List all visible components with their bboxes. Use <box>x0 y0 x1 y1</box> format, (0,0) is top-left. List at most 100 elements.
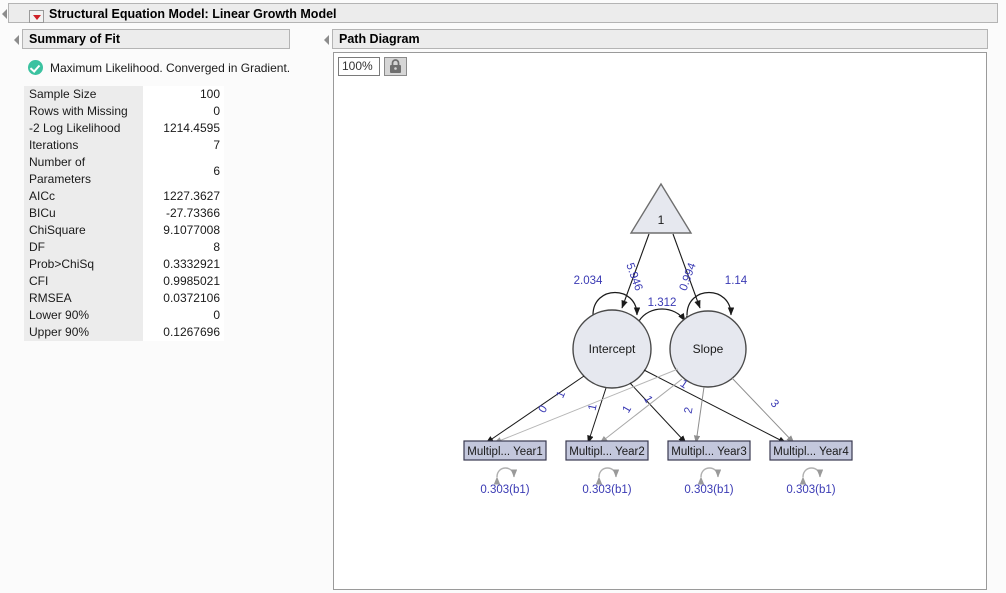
fit-stat-label: Lower 90% <box>24 307 143 324</box>
path-intercept-to-year2[interactable] <box>587 387 607 444</box>
label-slope-mean: 0.994 <box>678 261 699 293</box>
fit-stat-label: CFI <box>24 273 143 290</box>
fit-stat-value: 100 <box>142 86 224 103</box>
latent-node-slope-label: Slope <box>693 342 724 356</box>
path-diagram-disclosure-triangle-icon[interactable] <box>324 35 329 45</box>
loop-slope-variance[interactable] <box>683 292 735 323</box>
label-residual-year1: 0.303(b1) <box>480 484 529 496</box>
path-intercept-to-year4[interactable] <box>643 369 787 444</box>
page-title: Structural Equation Model: Linear Growth… <box>49 7 337 21</box>
label-loading-intercept-4: 1 <box>678 378 690 392</box>
loop-residual-year2[interactable] <box>595 467 620 485</box>
fit-stat-value: 0.0372106 <box>142 290 224 307</box>
fit-stat-label: BICu <box>24 205 143 222</box>
loop-residual-year4[interactable] <box>799 467 824 485</box>
manifest-node-year1[interactable] <box>463 440 547 461</box>
summary-of-fit-title: Summary of Fit <box>29 32 120 46</box>
fit-stat-value: 0.9985021 <box>142 273 224 290</box>
label-loading-intercept-2: 1 <box>587 403 600 412</box>
fit-stat-label: RMSEA <box>24 290 143 307</box>
latent-node-intercept-label: Intercept <box>589 342 636 356</box>
loop-residual-year1[interactable] <box>493 467 518 485</box>
fit-stat-value: 1214.4595 <box>142 120 224 137</box>
fit-stat-value: 7 <box>142 137 224 154</box>
label-covariance: 1.312 <box>648 297 677 309</box>
label-loading-intercept-3: 1 <box>641 394 655 405</box>
path-intercept-to-year3[interactable] <box>629 382 687 444</box>
loop-residual-year3[interactable] <box>697 467 722 485</box>
fit-stat-label: Prob>ChiSq <box>24 256 143 273</box>
fit-stat-label: ChiSquare <box>24 222 143 239</box>
window-disclosure-triangle-icon[interactable] <box>2 9 7 19</box>
convergence-text: Maximum Likelihood. Converged in Gradien… <box>50 60 291 75</box>
table-row: Upper 90%0.1267696 <box>24 324 224 341</box>
label-loading-slope-1: 0 <box>537 404 551 416</box>
fit-stat-label: Sample Size <box>24 86 143 103</box>
label-loading-slope-3: 2 <box>683 406 696 414</box>
label-slope-variance: 1.14 <box>725 275 748 287</box>
path-diagram-header[interactable]: Path Diagram <box>332 29 988 49</box>
zoom-level-input[interactable]: 100% <box>338 57 380 76</box>
manifest-node-year2[interactable] <box>565 440 649 461</box>
fit-stat-value: 0.3332921 <box>142 256 224 273</box>
loop-intercept-variance[interactable] <box>589 292 641 323</box>
path-slope-to-year4[interactable] <box>731 377 795 444</box>
manifest-node-year3[interactable] <box>667 440 751 461</box>
label-loading-slope-2: 1 <box>621 404 635 416</box>
constant-node-label: 1 <box>658 213 665 227</box>
convergence-status: Maximum Likelihood. Converged in Gradien… <box>28 60 290 75</box>
path-diagram-graphic[interactable]: 1 5.946 0.994 2.034 1.14 1.312 Intercept… <box>334 53 986 589</box>
manifest-node-year4-label: Multipl... Year4 <box>773 446 849 458</box>
fit-stat-value: -27.73366 <box>142 205 224 222</box>
path-slope-to-year1[interactable] <box>493 368 679 444</box>
label-residual-year3: 0.303(b1) <box>684 484 733 496</box>
path-slope-to-year2[interactable] <box>599 378 683 444</box>
red-triangle-menu-button[interactable] <box>29 10 44 23</box>
fit-stat-label: AICc <box>24 188 143 205</box>
path-intercept-slope-covariance[interactable] <box>632 308 686 330</box>
table-row: Lower 90%0 <box>24 307 224 324</box>
label-intercept-mean: 5.946 <box>623 261 644 292</box>
manifest-node-year2-label: Multipl... Year2 <box>569 446 644 458</box>
path-diagram-canvas[interactable]: 100% 1 <box>333 52 987 590</box>
path-diagram-title: Path Diagram <box>339 32 420 46</box>
path-constant-to-slope[interactable] <box>672 233 701 309</box>
label-loading-intercept-1: 1 <box>554 389 568 400</box>
label-loading-slope-4: 3 <box>768 398 781 411</box>
fit-stat-value: 1227.3627 <box>142 188 224 205</box>
red-triangle-menu-icon <box>33 15 41 20</box>
table-row: BICu-27.73366 <box>24 205 224 222</box>
manifest-node-year4[interactable] <box>769 440 853 461</box>
fit-stat-label: Rows with Missing <box>24 103 143 120</box>
label-intercept-variance: 2.034 <box>574 275 603 287</box>
fit-stat-label: -2 Log Likelihood <box>24 120 143 137</box>
fit-stat-label: DF <box>24 239 143 256</box>
window-title-bar: Structural Equation Model: Linear Growth… <box>8 3 998 23</box>
path-intercept-to-year1[interactable] <box>485 375 585 444</box>
path-slope-to-year3[interactable] <box>693 386 705 444</box>
fit-stat-value: 0.1267696 <box>142 324 224 341</box>
fit-stat-label: Number of Parameters <box>24 154 143 188</box>
constant-node[interactable] <box>629 182 693 234</box>
latent-node-intercept[interactable] <box>572 309 652 389</box>
manifest-node-year3-label: Multipl... Year3 <box>671 446 746 458</box>
fit-stat-value: 6 <box>142 154 224 188</box>
green-check-icon <box>28 60 43 75</box>
summary-of-fit-header[interactable]: Summary of Fit <box>22 29 290 49</box>
latent-node-slope[interactable] <box>669 310 747 388</box>
label-residual-year2: 0.303(b1) <box>582 484 631 496</box>
summary-disclosure-triangle-icon[interactable] <box>14 35 19 45</box>
label-residual-year4: 0.303(b1) <box>786 484 835 496</box>
lock-icon[interactable] <box>384 57 407 76</box>
